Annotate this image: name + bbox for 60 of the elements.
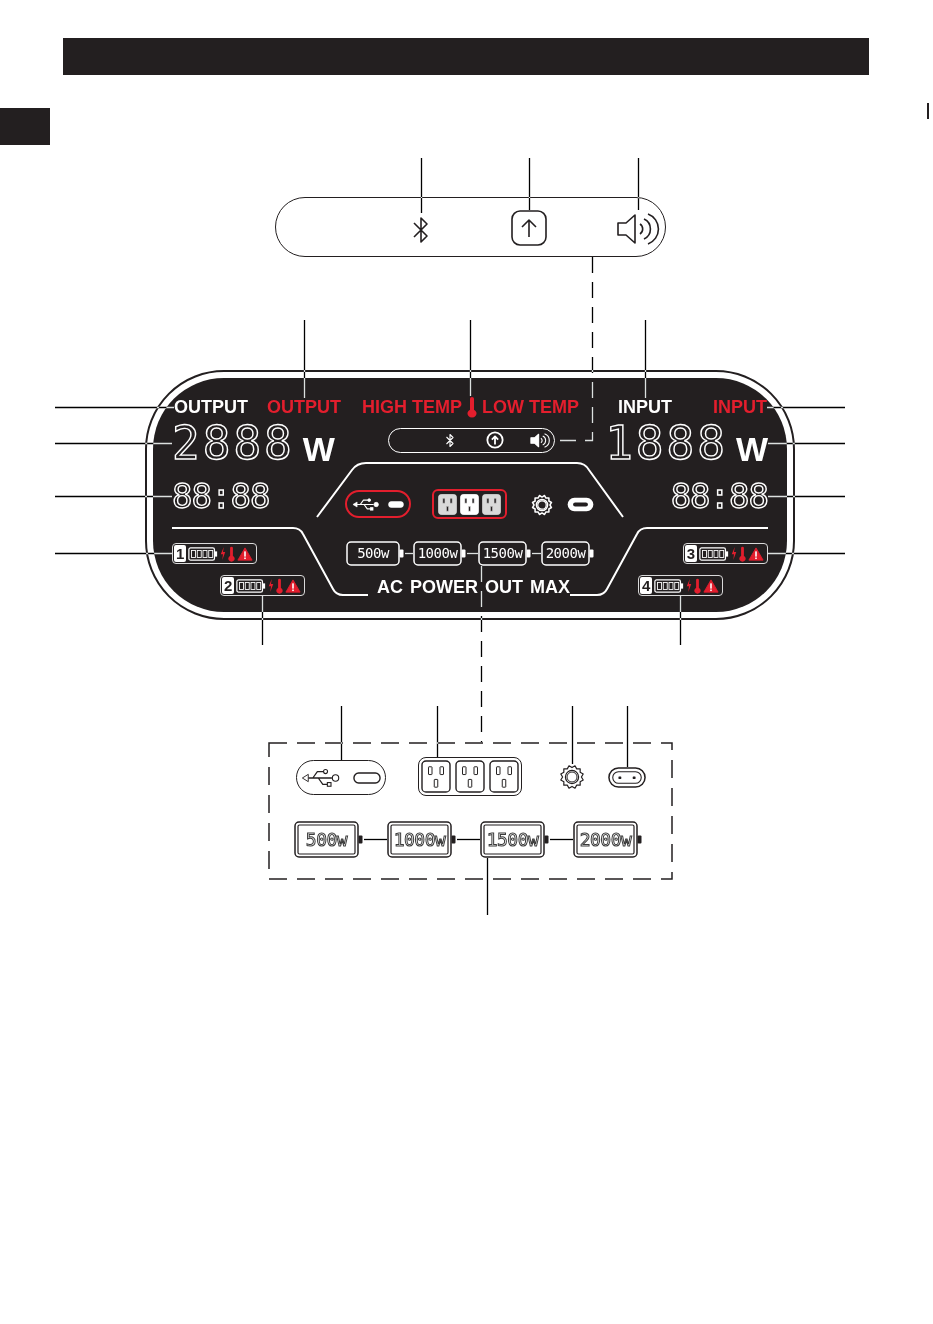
display-label: INPUT	[713, 398, 767, 416]
power-level-segment: 1500w	[480, 821, 550, 858]
power-level-segment: 1000w	[413, 541, 467, 566]
leader-line	[637, 157, 640, 211]
connector-line	[456, 838, 481, 841]
battery-indicator	[638, 575, 724, 596]
dashed-connector	[480, 565, 483, 743]
leader-line	[767, 442, 846, 445]
leader-line	[571, 705, 574, 765]
leader-line	[644, 319, 647, 399]
battery-number: 4	[640, 577, 653, 594]
connector-line	[466, 552, 479, 555]
speaker-icon	[616, 210, 660, 248]
connector-line	[363, 838, 388, 841]
leader-line	[420, 157, 423, 214]
battery-indicator	[220, 575, 306, 596]
power-level-segment: 500w	[294, 821, 364, 858]
ac-outlet-panel	[418, 757, 522, 796]
power-reading: 2888	[172, 420, 295, 466]
unit-label: W	[735, 432, 768, 466]
sun-icon	[559, 764, 585, 790]
leader-line	[767, 495, 846, 498]
power-level-segment: 1000w	[387, 821, 457, 858]
leader-line	[436, 705, 439, 758]
battery-number: 2	[222, 577, 235, 594]
lcd-display	[145, 370, 795, 620]
power-level-segment: 2000w	[573, 821, 643, 858]
time-reading: 88:88	[172, 479, 270, 513]
battery-indicator	[172, 543, 258, 564]
power-level-segment: 1500w	[478, 541, 532, 566]
leader-line	[340, 705, 343, 761]
leader-line	[679, 595, 682, 646]
port-icon	[608, 767, 646, 788]
display-label: INPUT	[618, 398, 672, 416]
power-level-segment: 500w	[346, 541, 405, 566]
connector-line	[531, 552, 542, 555]
temperature-label: LOW TEMP	[482, 398, 579, 416]
button-panel	[275, 197, 666, 257]
leader-line	[626, 705, 629, 768]
leader-line	[54, 495, 173, 498]
battery-number: 1	[174, 545, 187, 562]
power-level-segment: 2000w	[541, 541, 595, 566]
battery-indicator	[682, 543, 768, 564]
connector-line	[404, 552, 414, 555]
time-reading: 88:88	[670, 479, 768, 513]
leader-line	[303, 319, 306, 399]
leader-line	[486, 857, 489, 916]
display-label: OUTPUT	[174, 398, 248, 416]
detail-frame	[268, 742, 673, 880]
connector-line	[549, 838, 574, 841]
power-reading: 1888	[605, 420, 728, 466]
leader-line	[54, 442, 173, 445]
temperature-label: HIGH TEMP	[362, 398, 462, 416]
unit-label: W	[302, 432, 335, 466]
leader-line	[469, 319, 472, 397]
leader-line	[528, 157, 531, 211]
section-label: AC POWER OUT MAX	[377, 578, 570, 596]
leader-line	[261, 595, 264, 646]
battery-number: 3	[684, 545, 697, 562]
display-label: OUTPUT	[267, 398, 341, 416]
